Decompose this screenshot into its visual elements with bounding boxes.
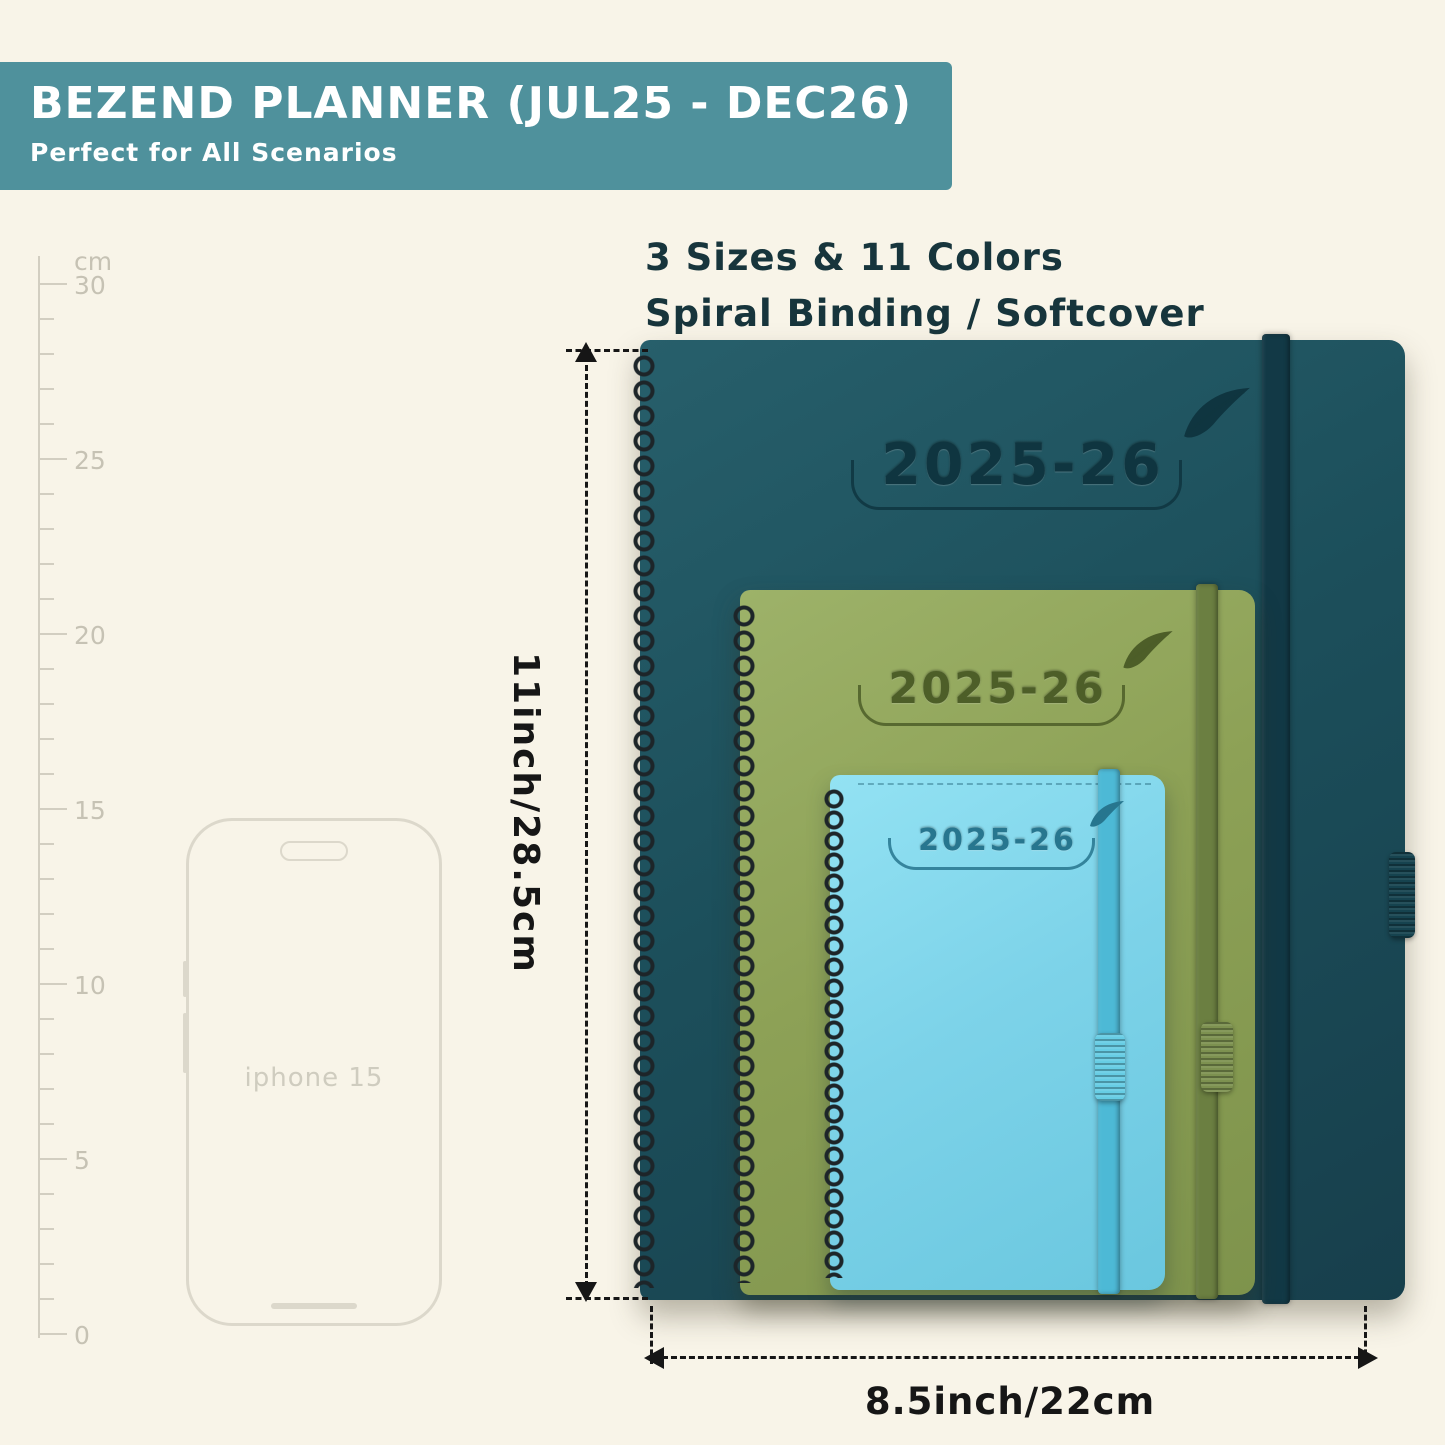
year-emblem-frame: 2025-26 (858, 631, 1173, 726)
phone-dynamic-island (280, 841, 348, 861)
feature-line-binding: Spiral Binding / Softcover (645, 291, 1205, 335)
year-emblem-frame: 2025-26 (851, 387, 1250, 510)
arrow-right-icon (1358, 1347, 1378, 1369)
planner-small: 2025-26 (812, 769, 1165, 1294)
feature-line-sizes-colors: 3 Sizes & 11 Colors (645, 236, 1064, 279)
ruler-major-ticks (40, 283, 67, 1335)
phone-label: iphone 15 (244, 1063, 384, 1093)
feather-icon (1089, 801, 1124, 827)
phone-home-indicator (271, 1303, 357, 1309)
spiral-binding (720, 604, 768, 1283)
height-extension-line-bottom (566, 1297, 648, 1300)
pen-loop (1389, 852, 1415, 938)
year-emblem: 2025-26 (740, 631, 1255, 726)
ruler-label-5: 5 (74, 1146, 90, 1175)
year-emblem: 2025-26 (830, 801, 1165, 870)
phone-volume-button (183, 961, 187, 997)
spiral-binding (620, 354, 668, 1288)
elastic-band (1262, 334, 1290, 1304)
feature-text: 3 Sizes & 11 Colors Spiral Binding / Sof… (645, 230, 1205, 341)
feather-icon (1123, 631, 1173, 669)
elastic-band (1098, 769, 1120, 1294)
elastic-band (1196, 584, 1218, 1299)
header-banner: BEZEND PLANNER (JUL25 - DEC26) Perfect f… (0, 62, 952, 190)
year-emblem: 2025-26 (640, 387, 1405, 510)
width-dimension-label: 8.5inch/22cm (864, 1380, 1156, 1423)
ruler-label-10: 10 (74, 971, 106, 1000)
header-subtitle: Perfect for All Scenarios (30, 138, 398, 167)
ruler-unit-label: cm (74, 247, 113, 276)
year-text: 2025-26 (881, 432, 1164, 498)
ruler-label-0: 0 (74, 1321, 90, 1350)
arrow-down-icon (575, 1282, 597, 1302)
ruler-label-25: 25 (74, 446, 106, 475)
iphone-outline: iphone 15 (183, 818, 442, 1326)
ruler-label-20: 20 (74, 621, 106, 650)
height-dimension-label: 11inch/28.5cm (505, 652, 546, 974)
width-extension-line-right (1364, 1306, 1367, 1364)
height-dimension-line (585, 356, 588, 1296)
spiral-binding (812, 789, 856, 1278)
arrow-up-icon (575, 342, 597, 362)
width-dimension-line (662, 1356, 1360, 1359)
ruler-label-30: 30 (74, 271, 106, 300)
pen-loop (1095, 1033, 1125, 1101)
width-extension-line-left (650, 1306, 653, 1364)
arrow-left-icon (644, 1347, 664, 1369)
ruler-label-15: 15 (74, 796, 106, 825)
phone-volume-button (183, 1013, 187, 1073)
feather-icon (1183, 387, 1250, 438)
pen-loop (1201, 1022, 1233, 1092)
ruler-line (38, 256, 40, 1338)
year-text: 2025-26 (918, 823, 1077, 858)
year-text: 2025-26 (888, 664, 1107, 714)
year-emblem-frame: 2025-26 (888, 801, 1124, 870)
height-extension-line-top (566, 349, 648, 352)
header-title: BEZEND PLANNER (JUL25 - DEC26) (30, 78, 913, 129)
stitching-line (858, 783, 1151, 785)
